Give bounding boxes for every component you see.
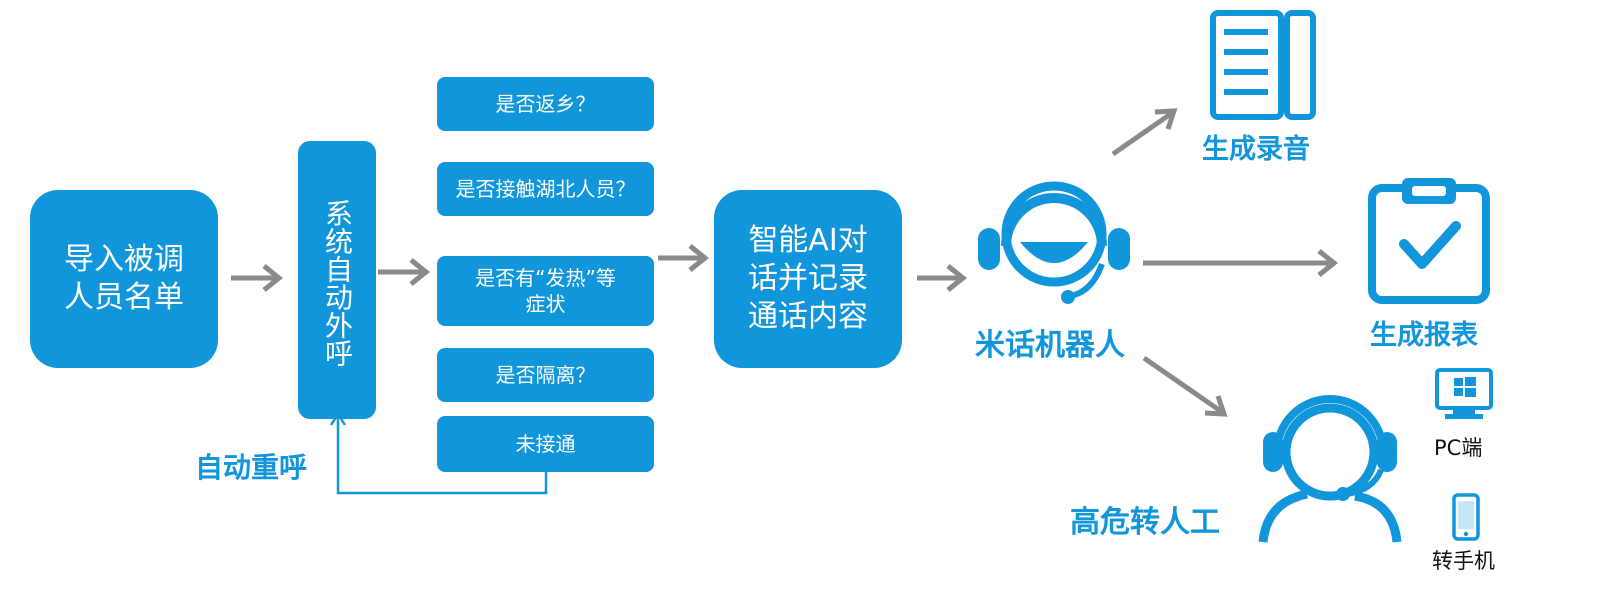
high-risk-label: 高危转人工: [1070, 505, 1220, 540]
import-list-box: 导入被调 人员名单: [30, 190, 218, 368]
clipboard-check-icon: [1368, 178, 1490, 304]
robot-label: 米话机器人: [975, 328, 1125, 363]
smartphone-icon: [1452, 493, 1480, 541]
question-not-connected: 未接通: [437, 416, 654, 472]
phone-label: 转手机: [1432, 549, 1495, 573]
auto-call-box: 系统自动外呼: [298, 141, 376, 419]
question-return-home: 是否返乡？: [437, 77, 654, 131]
recording-label: 生成录音: [1202, 134, 1310, 165]
arrow-robot-to-recording: [1111, 110, 1174, 157]
redial-loop-line: [336, 416, 548, 495]
pc-label: PC端: [1434, 436, 1483, 460]
question-isolation: 是否隔离？: [437, 348, 654, 402]
monitor-windows-icon: [1435, 368, 1493, 419]
headset-robot-icon: [978, 181, 1130, 304]
arrow-robot-to-human: [1142, 355, 1224, 415]
report-label: 生成报表: [1370, 320, 1478, 351]
auto-redial-label: 自动重呼: [195, 451, 308, 484]
headset-agent-icon: [1258, 395, 1402, 543]
question-hubei-contact: 是否接触湖北人员？: [437, 162, 654, 216]
document-icon: [1210, 10, 1316, 120]
question-fever: 是否有“发热”等 症状: [437, 256, 654, 326]
ai-dialog-box: 智能AI对 话并记录 通话内容: [714, 190, 902, 368]
